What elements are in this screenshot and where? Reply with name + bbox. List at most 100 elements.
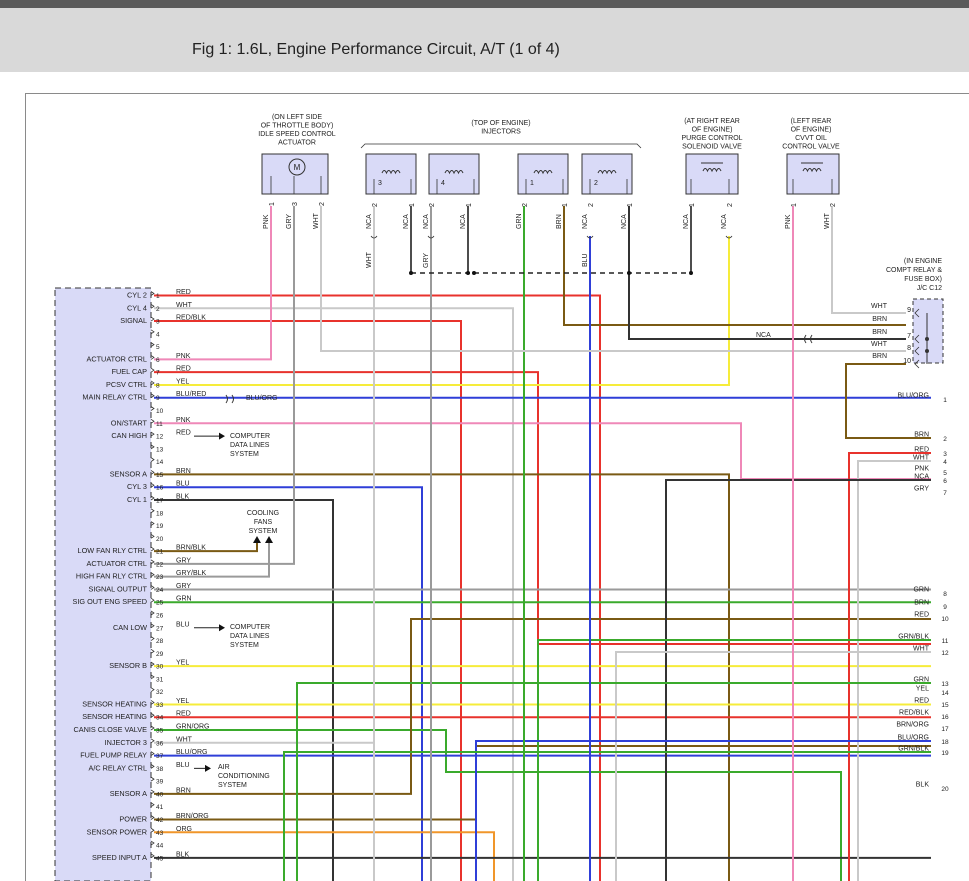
purge-valve-box (686, 154, 738, 194)
right-edge-wire: GRN/BLK (898, 634, 929, 641)
injector-number: 1 (530, 180, 534, 187)
purge-pin-number: 2 (727, 203, 734, 207)
ecm-pin-number: 21 (156, 549, 164, 556)
ecm-func-label: CYL 4 (127, 303, 147, 312)
ecm-pin-number: 7 (156, 370, 160, 377)
wire-sensor-a2 (154, 619, 931, 794)
ecm-wire-color: BLU/ORG (176, 749, 208, 756)
ecm-pin-number: 5 (156, 344, 160, 351)
right-edge-number: 17 (941, 726, 949, 733)
computer-data-lines-1: COMPUTER (230, 433, 270, 440)
cvvt-valve-box (787, 154, 839, 194)
ecm-wire-color: BRN/BLK (176, 545, 206, 552)
top-bar (0, 0, 969, 8)
right-edge-wire: BRN (914, 432, 929, 439)
ecm-func-label: FUEL CAP (112, 367, 148, 376)
ecm-wire-color: BLK (176, 493, 190, 500)
right-edge-wire: RED (914, 698, 929, 705)
ecm-pin-mark (151, 637, 154, 641)
ecm-func-label: MAIN RELAY CTRL (82, 393, 147, 402)
vertical-wire-label: GRY (423, 253, 430, 268)
right-edge-wire: RED (914, 612, 929, 619)
right-edge-number: 6 (943, 478, 947, 485)
idle-wire-color: WHT (313, 212, 320, 229)
ecm-pin-number: 3 (156, 319, 160, 326)
cooling-fans-system: FANS (254, 519, 273, 526)
ecm-pin-number: 32 (156, 689, 164, 696)
wire-sensor-power (154, 832, 494, 881)
ecm-pin-number: 9 (156, 395, 160, 402)
injectors-label: INJECTORS (481, 129, 521, 136)
ecm-func-label: SENSOR A (110, 789, 147, 798)
injector-number: 3 (378, 180, 382, 187)
ecm-pin-mark (151, 790, 154, 794)
ecm-func-label: SIGNAL OUTPUT (88, 584, 147, 593)
right-edge-number: 11 (942, 638, 949, 645)
wire-re6 (666, 480, 931, 881)
wire-on-start (154, 423, 931, 479)
right-edge-wire: BLK (916, 782, 930, 789)
ecm-wire-color: RED (176, 430, 191, 437)
ecm-func-label: CYL 3 (127, 482, 147, 491)
injector-pin-number: 2 (522, 203, 529, 207)
injector-wire-color: NCA (582, 214, 589, 229)
ecm-pin-mark (151, 828, 154, 832)
junction-pin-number: 7 (907, 333, 911, 340)
ecm-wire-color: GRY (176, 557, 191, 564)
ecm-pin-number: 42 (156, 817, 164, 824)
right-edge-wire: NCA (914, 474, 929, 481)
wire-inj1-brn (564, 206, 906, 325)
ecm-pin-number: 4 (156, 331, 160, 338)
injector-wire-color: NCA (403, 214, 410, 229)
ecm-wire-color: BLK (176, 851, 190, 858)
ecm-func-label: SIG OUT ENG SPEED (73, 597, 147, 606)
splice-dot (472, 271, 476, 275)
ecm-pin-mark (151, 419, 154, 423)
ecm-pin-mark (151, 368, 154, 372)
ecm-pin-number: 35 (156, 728, 164, 735)
wire-re11 (538, 640, 931, 881)
right-edge-wire: GRN (913, 677, 929, 684)
ecm-pin-mark (151, 739, 154, 743)
ecm-wire-color: YEL (176, 698, 189, 705)
right-edge-number: 2 (943, 436, 947, 443)
ecm-pin-number: 25 (156, 600, 164, 607)
ecm-func-label: CYL 2 (127, 291, 147, 300)
wire-re13 (297, 683, 931, 881)
ecm-func-label: SENSOR HEATING (82, 699, 147, 708)
injector-wire-color: NCA (423, 214, 430, 229)
ecm-wire-color: BLU/RED (176, 391, 206, 398)
ecm-func-label: ACTUATOR CTRL (86, 354, 147, 363)
wire-re4 (858, 461, 931, 881)
wire-nca-jc (629, 206, 906, 339)
injector-pin-number: 2 (429, 203, 436, 207)
cooling-fans-system: SYSTEM (249, 528, 278, 535)
right-edge-wire: BRN/ORG (896, 722, 929, 729)
ecm-pin-mark (151, 777, 154, 781)
ecm-func-label: CAN LOW (113, 623, 147, 632)
ecm-func-label: SPEED INPUT A (92, 853, 147, 862)
vertical-wire-label: BLU (582, 253, 589, 267)
right-edge-number: 5 (943, 470, 947, 477)
ecm-pin-number: 19 (156, 523, 164, 530)
right-edge-wire: GRN (913, 587, 929, 594)
junction-label: (IN ENGINE (904, 258, 942, 265)
ecm-func-label: CANIS CLOSE VALVE (73, 725, 147, 734)
injector-number: 4 (441, 180, 445, 187)
idle-pin-number: 3 (292, 202, 299, 206)
ecm-wire-color: GRN (176, 596, 192, 603)
arrow-can-high-head (219, 433, 225, 440)
ecm-wire-color: BLU (176, 762, 190, 769)
title-bar: Fig 1: 1.6L, Engine Performance Circuit,… (0, 8, 969, 72)
cvvt-valve-label: CVVT OIL (795, 135, 827, 142)
ecm-wire-color: RED (176, 289, 191, 296)
ecm-pin-mark (151, 407, 154, 411)
wire-signal (154, 321, 461, 881)
computer-data-lines-2: DATA LINES (230, 633, 270, 640)
ecm-wire-color: BLU (176, 481, 190, 488)
ecm-pin-number: 30 (156, 664, 164, 671)
junction-wire-color: BRN (872, 353, 887, 360)
ecm-func-label: LOW FAN RLY CTRL (78, 546, 147, 555)
junction-pin-number: 8 (907, 345, 911, 352)
ecm-wire-color: BLU (176, 621, 190, 628)
